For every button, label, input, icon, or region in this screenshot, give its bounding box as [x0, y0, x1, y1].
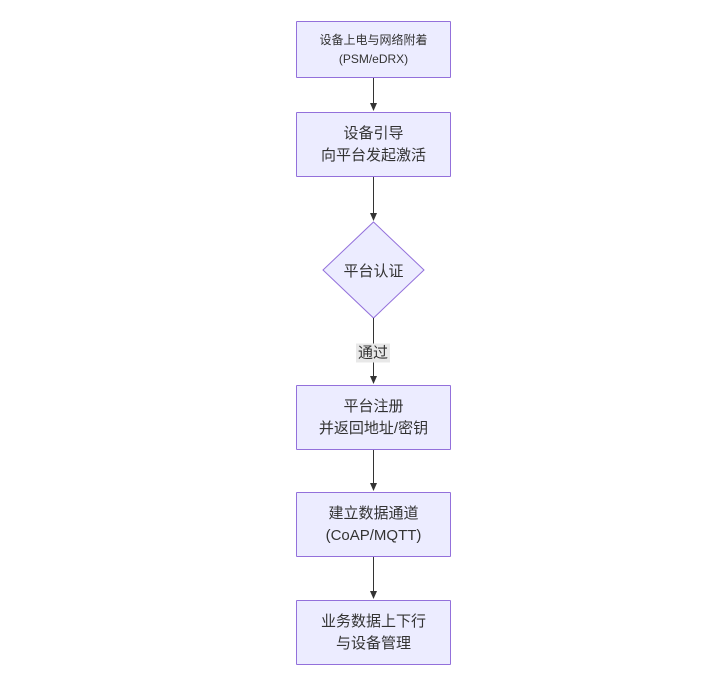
node-power-network-attach: 设备上电与网络附着 (PSM/eDRX) [296, 21, 451, 78]
arrowhead-icon [370, 483, 377, 491]
edge-label-pass: 通过 [355, 343, 391, 363]
node-line: 平台认证 [343, 262, 404, 280]
node-line: 并返回地址/密钥 [318, 419, 429, 437]
arrowhead-icon [370, 376, 377, 384]
node-line: 平台注册 [343, 397, 404, 415]
arrowhead-icon [370, 591, 377, 599]
node-line: 建立数据通道 [328, 504, 419, 522]
node-device-bootstrap: 设备引导 向平台发起激活 [296, 112, 451, 177]
node-line: 设备引导 [343, 124, 404, 142]
node-line: 设备上电与网络附着 [319, 32, 428, 47]
node-platform-register: 平台注册 并返回地址/密钥 [296, 385, 451, 450]
arrowhead-icon [370, 213, 377, 221]
arrowhead-icon [370, 103, 377, 111]
node-business-data: 业务数据上下行 与设备管理 [296, 600, 451, 665]
decision-platform-auth-label: 平台认证 [296, 222, 451, 318]
node-line: 与设备管理 [335, 634, 411, 652]
node-line: 业务数据上下行 [320, 612, 426, 630]
node-line: (CoAP/MQTT) [325, 526, 422, 544]
node-data-channel: 建立数据通道 (CoAP/MQTT) [296, 492, 451, 557]
node-line: (PSM/eDRX) [338, 51, 409, 66]
node-line: 向平台发起激活 [320, 146, 426, 164]
